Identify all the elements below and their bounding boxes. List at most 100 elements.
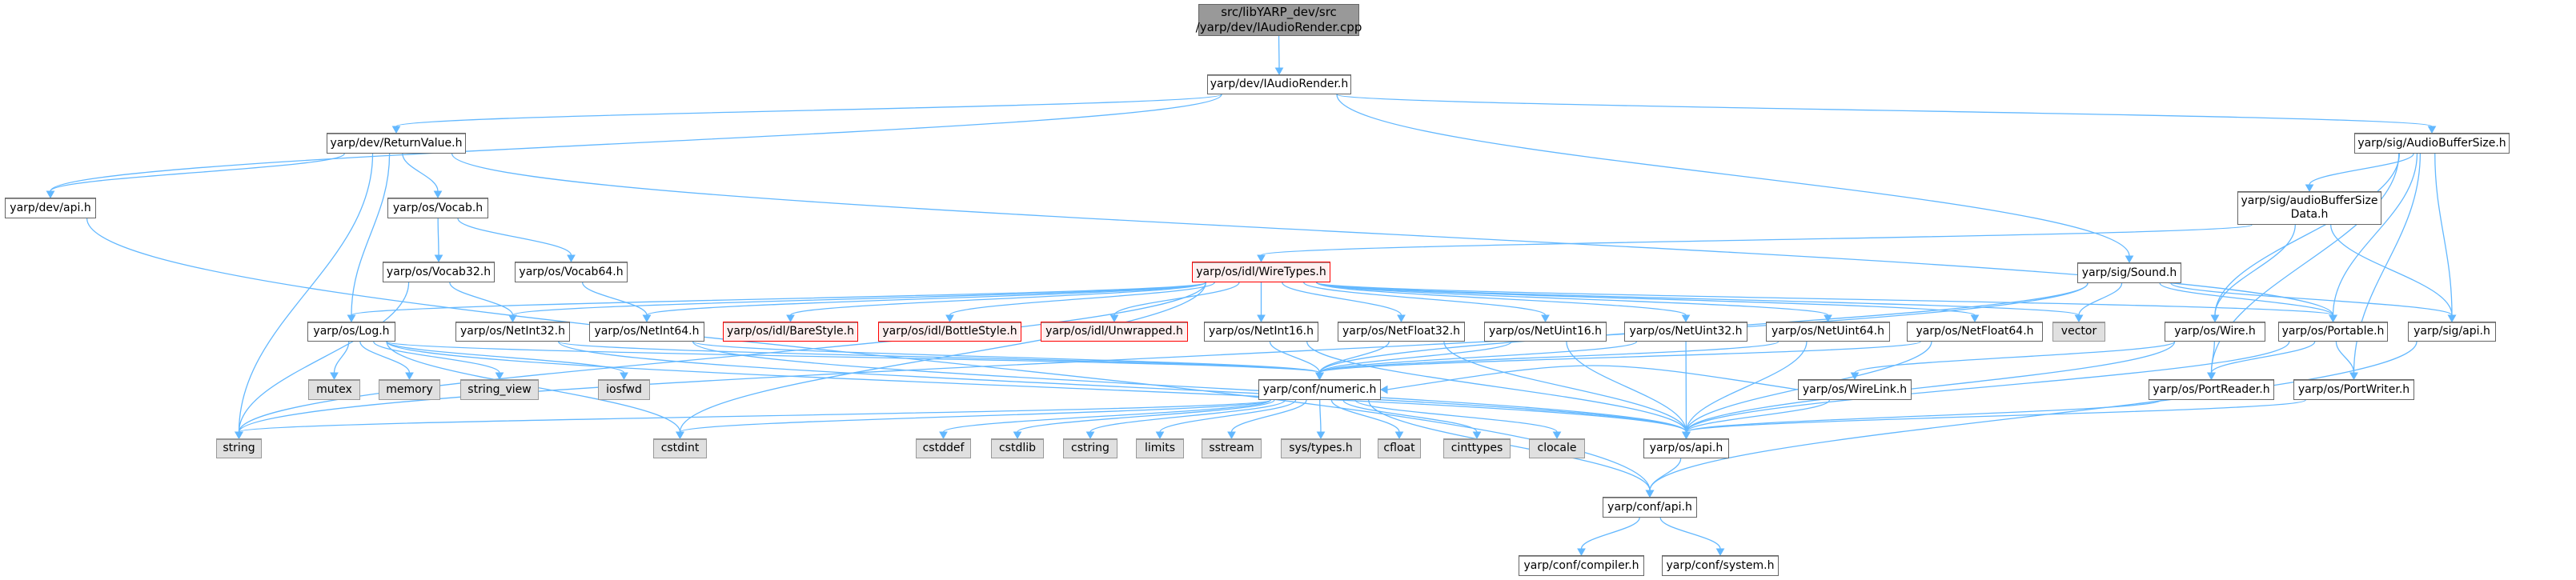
edge-sound-to-sigapi <box>2170 282 2453 316</box>
edge-portable-to-portwriter <box>2335 341 2355 374</box>
arrowhead-icon <box>1577 548 1586 557</box>
node-cstdlib: cstdlib <box>991 438 1044 458</box>
edge-numeric-to-string <box>238 399 1271 433</box>
node-log[interactable]: yarp/os/Log.h <box>307 322 395 342</box>
node-osapi[interactable]: yarp/os/api.h <box>1643 438 1729 458</box>
edge-returnvalue-to-devapi <box>50 153 345 192</box>
node-confapi[interactable]: yarp/conf/api.h <box>1603 497 1697 518</box>
arrowhead-icon <box>786 314 795 323</box>
node-netint16[interactable]: yarp/os/NetInt16.h <box>1204 322 1318 342</box>
edge-portreader-to-osapi <box>1685 399 2162 433</box>
edge-netfloat32-to-numeric <box>1318 341 1390 374</box>
node-portable[interactable]: yarp/os/Portable.h <box>2278 322 2388 342</box>
edge-audiobuffersize-to-wire <box>2214 153 2400 316</box>
edge-returnvalue-to-string <box>238 153 374 433</box>
node-portreader[interactable]: yarp/os/PortReader.h <box>2149 379 2274 400</box>
edge-netuint64-to-osapi <box>1685 341 1808 433</box>
node-wiretypes[interactable]: yarp/os/idl/WireTypes.h <box>1192 262 1330 282</box>
arrowhead-icon <box>391 126 401 134</box>
arrowhead-icon <box>1257 254 1266 263</box>
node-cinttypes: cinttypes <box>1443 438 1511 458</box>
node-numeric[interactable]: yarp/conf/numeric.h <box>1258 379 1381 400</box>
edge-iaudiorender-to-devapi <box>50 94 1222 192</box>
edge-audiobuffersize-to-portable <box>2332 153 2418 316</box>
node-vocab[interactable]: yarp/os/Vocab.h <box>387 198 488 218</box>
edge-netuint16-to-numeric <box>1318 341 1512 374</box>
node-netint64[interactable]: yarp/os/NetInt64.h <box>589 322 704 342</box>
edge-log-to-numeric <box>386 341 1321 374</box>
edge-sound-to-vector <box>2078 282 2123 316</box>
edge-iaudiorender-to-sound <box>1336 94 2130 257</box>
node-mutex: mutex <box>308 379 360 400</box>
arrowhead-icon <box>1645 490 1655 498</box>
arrowhead-icon <box>405 372 414 381</box>
node-netuint64[interactable]: yarp/os/NetUint64.h <box>1766 322 1890 342</box>
node-string: string <box>216 438 262 458</box>
edge-returnvalue-to-portable <box>451 153 2334 316</box>
node-abdata[interactable]: yarp/sig/audioBufferSize Data.h <box>2237 191 2381 225</box>
edge-vocab32-to-netint32 <box>449 282 514 316</box>
node-vocab64[interactable]: yarp/os/Vocab64.h <box>515 262 628 282</box>
edge-wire-to-osapi <box>1685 341 2176 433</box>
edge-numeric-to-cinttypes <box>1342 399 1478 433</box>
node-unwrapped[interactable]: yarp/os/idl/Unwrapped.h <box>1041 322 1188 342</box>
node-system[interactable]: yarp/conf/system.h <box>1662 555 1779 576</box>
node-netfloat64[interactable]: yarp/os/NetFloat64.h <box>1907 322 2043 342</box>
arrowhead-icon <box>2349 372 2358 381</box>
node-netuint16[interactable]: yarp/os/NetUint16.h <box>1484 322 1607 342</box>
node-audiobuffersize[interactable]: yarp/sig/AudioBufferSize.h <box>2354 133 2510 154</box>
edge-log-to-string_view <box>373 341 500 374</box>
node-cstdint: cstdint <box>653 438 707 458</box>
node-root[interactable]: src/libYARP_dev/src /yarp/dev/IAudioRend… <box>1195 4 1362 36</box>
node-returnvalue[interactable]: yarp/dev/ReturnValue.h <box>327 133 466 154</box>
edge-vocab-to-vocab32 <box>437 218 439 256</box>
edge-wiretypes-to-netfloat64 <box>1316 282 1976 316</box>
arrowhead-icon <box>433 190 443 199</box>
edge-portwriter-to-osapi <box>1685 399 2306 433</box>
node-sound[interactable]: yarp/sig/Sound.h <box>2077 262 2181 283</box>
arrowhead-icon <box>1257 314 1266 323</box>
node-vocab32[interactable]: yarp/os/Vocab32.h <box>383 262 495 282</box>
node-netuint32[interactable]: yarp/os/NetUint32.h <box>1624 322 1747 342</box>
arrowhead-icon <box>1227 431 1236 440</box>
node-barestyle[interactable]: yarp/os/idl/BareStyle.h <box>723 322 858 342</box>
arrowhead-icon <box>2210 314 2220 323</box>
edge-netfloat64-to-numeric <box>1318 341 1921 374</box>
arrowhead-icon <box>1715 548 1725 557</box>
arrowhead-icon <box>1682 431 1691 440</box>
edge-vocab-to-vocab64 <box>457 218 572 256</box>
edge-wiretypes-to-netuint32 <box>1316 282 1687 316</box>
node-portwriter[interactable]: yarp/os/PortWriter.h <box>2293 379 2414 400</box>
arrowhead-icon <box>1394 431 1404 440</box>
arrowhead-icon <box>2447 314 2457 323</box>
edge-returnvalue-to-vocab <box>402 153 439 192</box>
edge-numeric-to-clocale <box>1354 399 1558 433</box>
edge-iaudiorender-to-returnvalue <box>395 94 1222 127</box>
arrowhead-icon <box>1541 314 1550 323</box>
edge-returnvalue-to-log <box>351 153 391 316</box>
arrowhead-icon <box>495 372 504 381</box>
node-netfloat32[interactable]: yarp/os/NetFloat32.h <box>1338 322 1465 342</box>
arrowhead-icon <box>1013 431 1022 440</box>
node-wire[interactable]: yarp/os/Wire.h <box>2165 322 2265 342</box>
node-clocale: clocale <box>1529 438 1585 458</box>
edge-wiretypes-to-portable <box>1316 282 2334 316</box>
arrowhead-icon <box>1109 314 1119 323</box>
arrowhead-icon <box>1970 314 1980 323</box>
node-wirelink[interactable]: yarp/os/WireLink.h <box>1798 379 1912 400</box>
edge-wiretypes-to-netint32 <box>512 282 1206 316</box>
arrowhead-icon <box>2125 255 2134 264</box>
arrowhead-icon <box>642 314 652 323</box>
edge-vocab32-to-string <box>238 282 410 433</box>
node-compiler[interactable]: yarp/conf/compiler.h <box>1519 555 1644 576</box>
edge-netint32-to-osapi <box>558 341 1687 433</box>
arrowhead-icon <box>1316 431 1326 440</box>
node-devapi[interactable]: yarp/dev/api.h <box>5 198 96 218</box>
node-bottlestyle[interactable]: yarp/os/idl/BottleStyle.h <box>878 322 1021 342</box>
edge-numeric-to-limits <box>1159 399 1297 433</box>
edge-log-to-iosfwd <box>386 341 625 374</box>
node-iaudiorender[interactable]: yarp/dev/IAudioRender.h <box>1207 74 1351 94</box>
node-netint32[interactable]: yarp/os/NetInt32.h <box>455 322 570 342</box>
node-sigapi[interactable]: yarp/sig/api.h <box>2408 322 2496 342</box>
